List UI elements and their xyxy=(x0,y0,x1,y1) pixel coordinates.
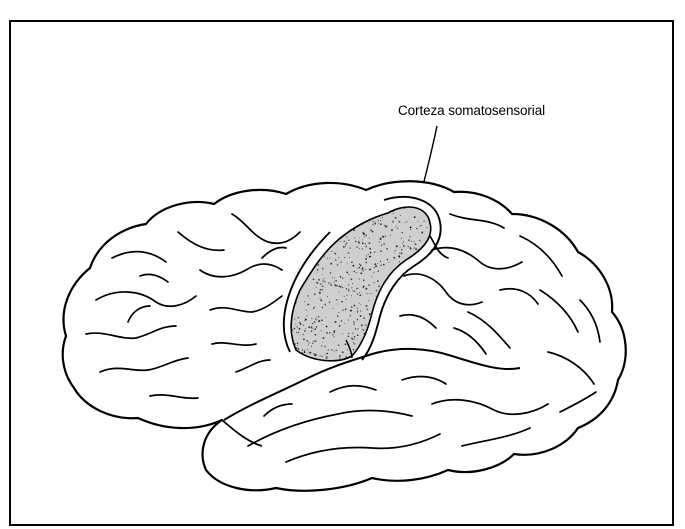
brain-diagram xyxy=(0,0,685,529)
